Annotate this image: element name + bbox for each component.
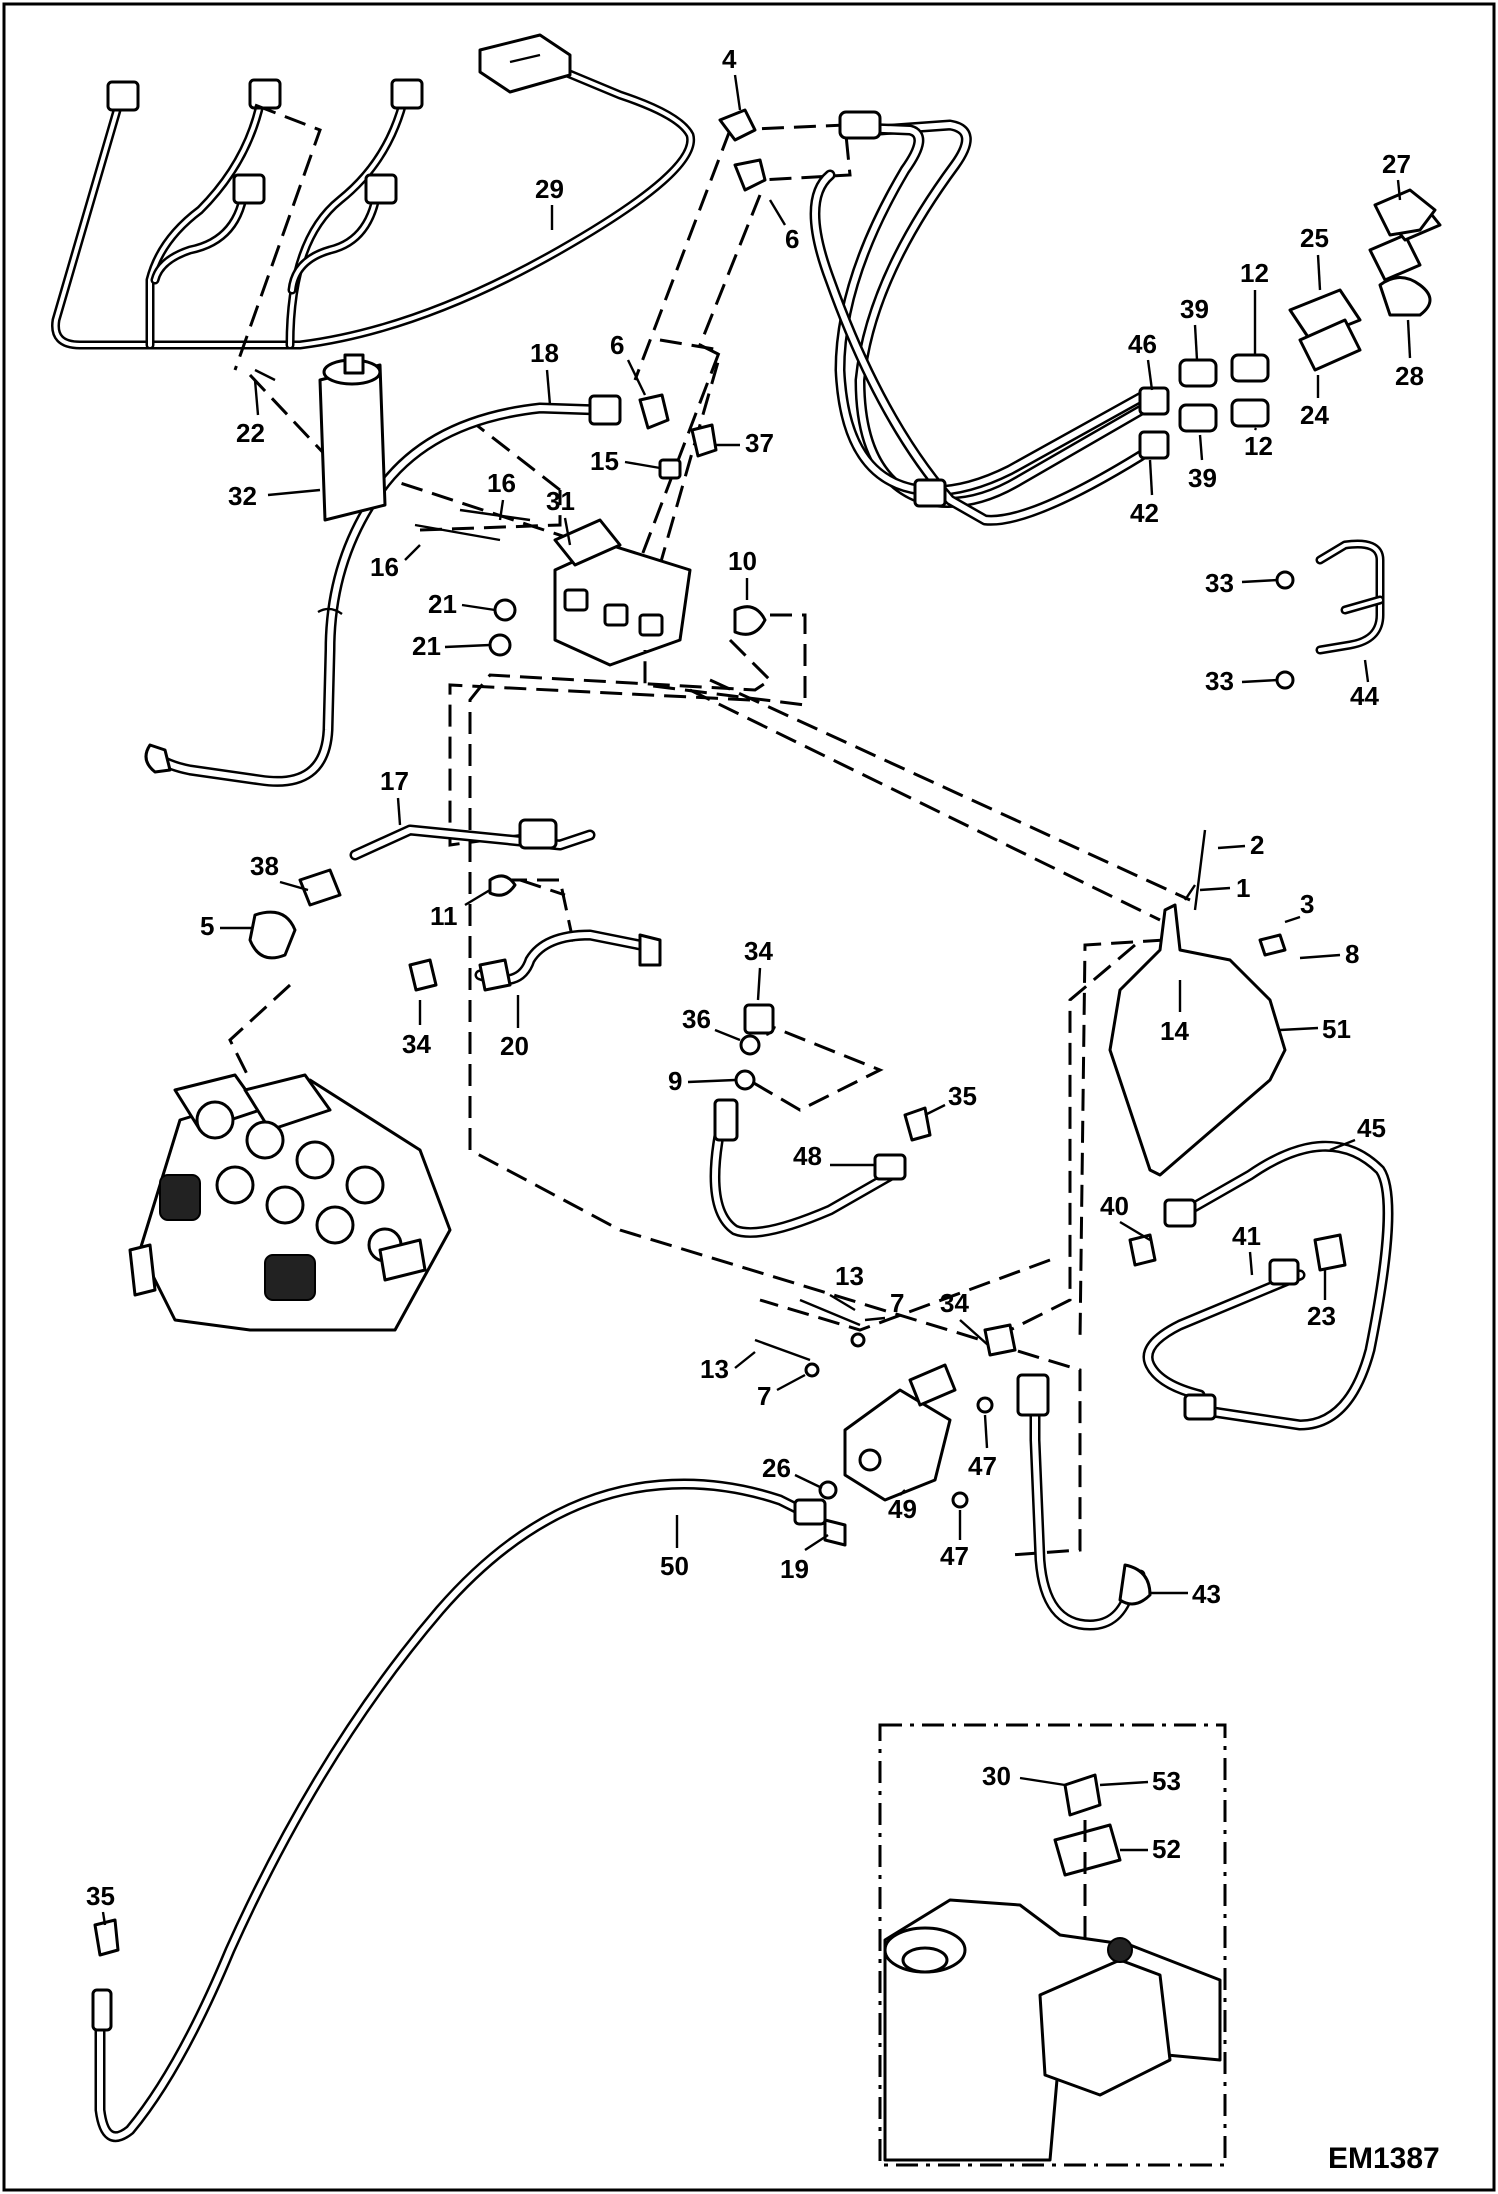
callouts: 2 1 3 8 14 51 4 6 6 27 25 12 39 46 24 28… [86,44,1424,1926]
callout-14: 14 [1160,1016,1189,1046]
callout-21: 21 [428,589,457,619]
callout-27: 27 [1382,149,1411,179]
pedal-valve-49 [754,1298,994,1509]
callout-17: 17 [380,766,409,796]
callout-34b: 34 [744,936,773,966]
callout-40: 40 [1100,1191,1129,1221]
callout-46: 46 [1128,329,1157,359]
callout-12b: 12 [1244,431,1273,461]
callout-36: 36 [682,1004,711,1034]
callout-33b: 33 [1205,666,1234,696]
callout-10: 10 [728,546,757,576]
callout-28: 28 [1395,361,1424,391]
callout-20: 20 [500,1031,529,1061]
hose-17 [248,818,596,960]
callout-2: 2 [1250,830,1264,860]
callout-6b: 6 [610,330,624,360]
callout-7: 7 [890,1288,904,1318]
callout-31: 31 [546,486,575,516]
callout-35: 35 [948,1081,977,1111]
callout-35b: 35 [86,1881,115,1911]
callout-34c: 34 [940,1288,969,1318]
callout-21b: 21 [412,631,441,661]
wire-harness [51,33,696,350]
hose-43 [983,1323,1152,1631]
callout-18: 18 [530,338,559,368]
callout-37: 37 [745,428,774,458]
callout-39: 39 [1180,294,1209,324]
callout-4: 4 [722,44,737,74]
callout-51: 51 [1322,1014,1351,1044]
callout-41: 41 [1232,1221,1261,1251]
callout-34: 34 [402,1029,431,1059]
callout-3: 3 [1300,889,1314,919]
callout-53: 53 [1152,1766,1181,1796]
coupler-hoses [809,110,1170,526]
callout-11: 11 [430,901,458,931]
callout-33: 33 [1205,568,1234,598]
callout-50: 50 [660,1551,689,1581]
callout-47: 47 [968,1451,997,1481]
bracket-51 [1108,829,1287,1177]
callout-1: 1 [1236,873,1250,903]
callout-13b: 13 [700,1354,729,1384]
callout-19: 19 [780,1554,809,1584]
hose-50 [91,1478,847,2143]
hose-48 [709,1003,932,1238]
callout-42: 42 [1130,498,1159,528]
callout-44: 44 [1350,681,1379,711]
hose-45 [1128,1140,1394,1431]
hose-20 [408,874,662,992]
assembly-lines-mid [448,613,1191,1557]
callout-49: 49 [888,1494,917,1524]
callout-29: 29 [535,174,564,204]
callout-43: 43 [1192,1579,1221,1609]
main-control-valve [128,983,452,1332]
hose-18 [144,394,622,787]
callout-39b: 39 [1188,463,1217,493]
callout-13: 13 [835,1261,864,1291]
callout-9: 9 [668,1066,682,1096]
callout-52: 52 [1152,1834,1181,1864]
callout-8: 8 [1345,939,1359,969]
figure-code: EM1387 [1328,2142,1440,2175]
callout-22: 22 [236,418,265,448]
callout-16b: 16 [370,552,399,582]
inset-detail [878,1723,1227,2167]
callout-24: 24 [1300,400,1329,430]
callout-6: 6 [785,224,799,254]
tube-44 [1275,539,1385,690]
callout-47b: 47 [940,1541,969,1571]
callout-48: 48 [793,1141,822,1171]
callout-15: 15 [590,446,619,476]
callout-26: 26 [762,1453,791,1483]
callout-25: 25 [1300,223,1329,253]
callout-38: 38 [250,851,279,881]
callout-30: 30 [982,1761,1011,1791]
upper-fittings [254,108,767,657]
callout-7b: 7 [757,1381,771,1411]
callout-16: 16 [487,468,516,498]
callout-45: 45 [1357,1113,1386,1143]
callout-5: 5 [200,911,214,941]
callout-32: 32 [228,481,257,511]
quick-couplers [1178,188,1442,433]
callout-23: 23 [1307,1301,1336,1331]
valve-block [318,353,692,667]
callout-12: 12 [1240,258,1269,288]
